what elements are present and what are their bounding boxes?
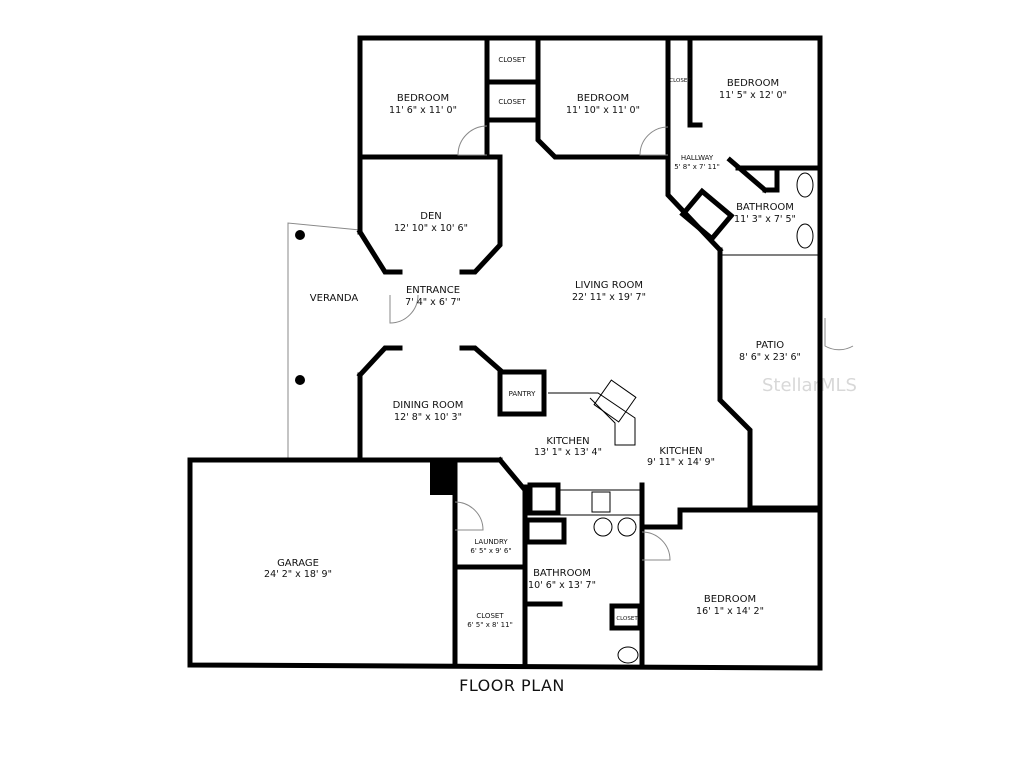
room-name: CLOSET [498,56,526,64]
room-name: DEN [420,211,442,222]
room-name: CLOSET [669,78,691,84]
room-dimensions: 11' 6" x 11' 0" [389,105,457,116]
room-name: KITCHEN [546,436,589,447]
walls [187,35,854,671]
room-name: BEDROOM [704,594,756,605]
room-name: VERANDA [310,293,359,304]
floor-plan-title: FLOOR PLAN [459,676,565,695]
room-name: HALLWAY [681,154,714,162]
room-name: CLOSET [476,612,504,620]
room-name: GARAGE [277,558,319,569]
room-name: PANTRY [509,390,536,398]
room-name: BEDROOM [577,93,629,104]
room-name: CLOSET [498,98,526,106]
room-dimensions: 16' 1" x 14' 2" [696,606,764,617]
room-name: ENTRANCE [406,285,460,296]
room-name: PATIO [756,340,785,351]
column-icon [295,375,305,385]
room-dimensions: 11' 5" x 12' 0" [719,90,787,101]
watermark: StellarMLS [762,375,857,396]
room-dimensions: 5' 8" x 7' 11" [674,163,720,171]
room-dimensions: 6' 5" x 8' 11" [467,621,513,629]
room-dimensions: 11' 3" x 7' 5" [734,214,796,225]
veranda [287,222,361,461]
room-dimensions: 22' 11" x 19' 7" [572,292,646,303]
room-name: BATHROOM [533,568,591,579]
room-name: LAUNDRY [474,538,508,546]
room-name: LIVING ROOM [575,280,643,291]
room-dimensions: 6' 5" x 9' 6" [470,547,511,555]
room-name: DINING ROOM [393,400,464,411]
column-icon [295,230,305,240]
room-dimensions: 13' 1" x 13' 4" [534,447,602,458]
room-dimensions: 24' 2" x 18' 9" [264,569,332,580]
room-labels: BEDROOM 11' 6" x 11' 0" CLOSET CLOSET BE… [264,56,801,629]
room-dimensions: 10' 6" x 13' 7" [528,580,596,591]
room-name: BEDROOM [397,93,449,104]
room-dimensions: 8' 6" x 23' 6" [739,352,801,363]
room-name: BATHROOM [736,202,794,213]
room-name: KITCHEN [659,446,702,457]
room-dimensions: 12' 10" x 10' 6" [394,223,468,234]
room-dimensions: 7' 4" x 6' 7" [405,297,461,308]
room-dimensions: 12' 8" x 10' 3" [394,412,462,423]
room-dimensions: 9' 11" x 14' 9" [647,457,715,468]
room-name: BEDROOM [727,78,779,89]
room-dimensions: 11' 10" x 11' 0" [566,105,640,116]
room-name: CLOSET [616,616,638,622]
